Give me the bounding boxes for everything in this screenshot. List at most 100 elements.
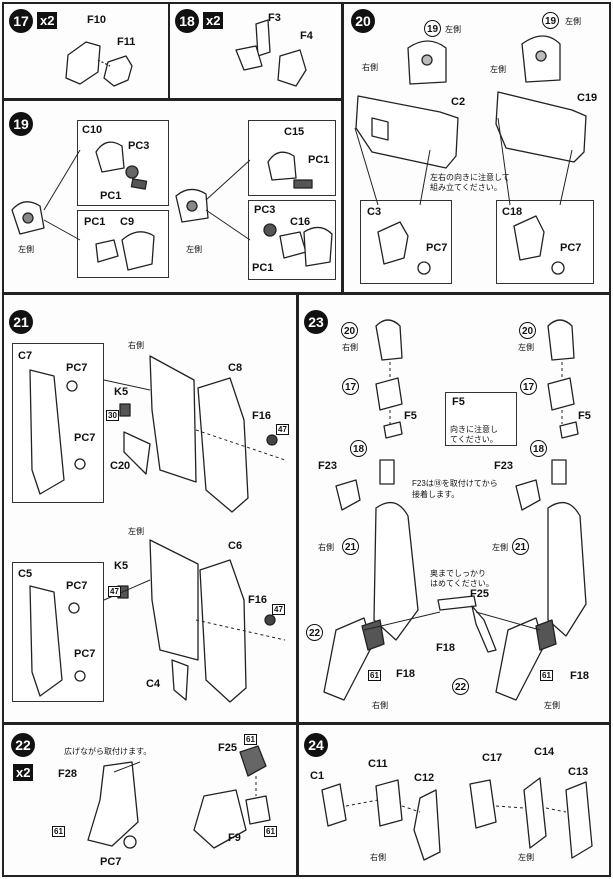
part-label-c15: C15 xyxy=(284,126,305,138)
step-23-left-side-label-c: 左側 xyxy=(544,701,560,710)
step-20-left-side-label-b: 左側 xyxy=(565,17,581,26)
part-label-f16-a: F16 xyxy=(252,410,271,422)
part-label-f9: F9 xyxy=(228,832,241,844)
part-f10-shape xyxy=(65,41,101,85)
step-22-number: 22 xyxy=(11,733,35,757)
step-24-number: 24 xyxy=(304,733,328,757)
step-21-right-side-label: 右側 xyxy=(128,341,144,350)
part-label-f28: F28 xyxy=(58,768,77,780)
step-23-ref-18-right: 18 xyxy=(350,440,367,457)
step-23-ref-17-right: 17 xyxy=(342,378,359,395)
part-label-c12: C12 xyxy=(414,772,435,784)
part-c3-shape xyxy=(377,221,409,265)
part-f23-left xyxy=(515,479,541,511)
part-label-f5-right: F5 xyxy=(404,410,417,422)
part-label-f25-22: F25 xyxy=(218,742,237,754)
part-label-c18: C18 xyxy=(502,206,523,218)
part-label-f23-right: F23 xyxy=(318,460,337,472)
part-label-f3: F3 xyxy=(268,12,281,24)
step-23-f23-note-line1: F23は⑱を取付けてから xyxy=(412,479,498,488)
tag-47-a: 47 xyxy=(276,424,289,435)
step-20-left-side-label-c: 左側 xyxy=(490,65,506,74)
step-23-ref-20-left: 20 xyxy=(519,322,536,339)
part-label-pc1-c: PC1 xyxy=(84,216,106,228)
tag-61-right: 61 xyxy=(368,670,381,681)
part-label-c3: C3 xyxy=(367,206,382,218)
step-23-right-side-label-b: 右側 xyxy=(318,543,334,552)
part-label-c16: C16 xyxy=(290,216,311,228)
part-21-right-shell xyxy=(373,501,419,641)
step-20-left-side-label-a: 左側 xyxy=(445,25,461,34)
step-23-right-side-label-a: 右側 xyxy=(342,343,358,352)
step-21-left-side-label: 左側 xyxy=(128,527,144,536)
step-23-right-side-label-c: 右側 xyxy=(372,701,388,710)
part-label-c17: C17 xyxy=(482,752,503,764)
part-label-c10: C10 xyxy=(82,124,103,136)
step-23-f5-note-line1: 向きに注意し xyxy=(450,425,498,434)
step-23-ref-21-right: 21 xyxy=(342,538,359,555)
step-20-detail-box-b xyxy=(496,200,594,284)
part-label-f18-detail: F18 xyxy=(436,642,455,654)
part-label-c7: C7 xyxy=(18,350,33,362)
step-23-number: 23 xyxy=(304,310,328,334)
part-f23-right xyxy=(335,479,361,511)
step-20-right-side-label: 右側 xyxy=(362,63,378,72)
part-c20-shape xyxy=(123,431,151,475)
part-label-pc7-c21: PC7 xyxy=(66,580,88,592)
part-label-f23-left: F23 xyxy=(494,460,513,472)
part-c8-inner xyxy=(149,355,197,483)
part-f3-shape xyxy=(255,19,271,57)
part-label-pc7-d21: PC7 xyxy=(74,648,96,660)
part-label-f18-right: F18 xyxy=(396,668,415,680)
part-label-c5: C5 xyxy=(18,568,33,580)
part-c10-block xyxy=(95,141,125,173)
step-17-multiplier: x2 xyxy=(37,12,58,29)
part-label-pc7-b: PC7 xyxy=(560,242,582,254)
part-label-f18-left: F18 xyxy=(570,670,589,682)
part-f25-shape xyxy=(239,745,267,777)
step-24-right-side-label: 右側 xyxy=(370,853,386,862)
part-c17-shape xyxy=(469,779,497,829)
part-c1-shape xyxy=(321,783,347,827)
step-20-number: 20 xyxy=(351,9,375,33)
part-c13-shape xyxy=(565,781,593,859)
part-20-left xyxy=(547,319,575,361)
tag-30: 30 xyxy=(106,410,119,421)
part-label-pc3-a: PC3 xyxy=(128,140,150,152)
tag-61-22c: 61 xyxy=(264,826,277,837)
part-c8-outer xyxy=(197,377,249,513)
tag-61-left: 61 xyxy=(540,670,553,681)
step-21-detail-box-a xyxy=(12,343,104,503)
part-c19-frame xyxy=(495,91,587,163)
part-c2-frame xyxy=(355,95,459,169)
part-21-left-shell xyxy=(547,501,587,637)
step-23-ref-22-right: 22 xyxy=(306,624,323,641)
part-label-k5-a: K5 xyxy=(114,386,129,398)
part-c15-block xyxy=(267,151,297,181)
step-23-f25-note-line1: 奥までしっかり xyxy=(430,569,486,578)
part-label-f10: F10 xyxy=(87,14,106,26)
step-23-f25-note-line2: はめてください。 xyxy=(430,579,494,588)
part-c12-shape xyxy=(413,789,441,861)
part-label-c20: C20 xyxy=(110,460,131,472)
step-23-f5-note-box xyxy=(445,392,517,446)
step-23-ref-17-left: 17 xyxy=(520,378,537,395)
part-label-pc7-22: PC7 xyxy=(100,856,122,868)
step-18-number: 18 xyxy=(175,9,199,33)
step-20-ref-19-right: 19 xyxy=(542,12,559,29)
step-21-number: 21 xyxy=(9,310,33,334)
step-19-left-side-label-a: 左側 xyxy=(18,245,34,254)
part-c7-plate xyxy=(29,369,65,495)
step-23-f5-note-part: F5 xyxy=(452,396,465,408)
part-22-left xyxy=(495,617,545,701)
part-label-pc1-d: PC1 xyxy=(252,262,274,274)
step-23-ref-21-left: 21 xyxy=(512,538,529,555)
step-23-f23-note-line2: 接着します。 xyxy=(412,490,460,499)
step-19-left-side-label-b: 左側 xyxy=(186,245,202,254)
step-19-number: 19 xyxy=(9,112,33,136)
step-22-multiplier: x2 xyxy=(13,764,34,781)
step-23-f5-note-line2: てください。 xyxy=(450,435,498,444)
part-label-pc3-b: PC3 xyxy=(254,204,276,216)
